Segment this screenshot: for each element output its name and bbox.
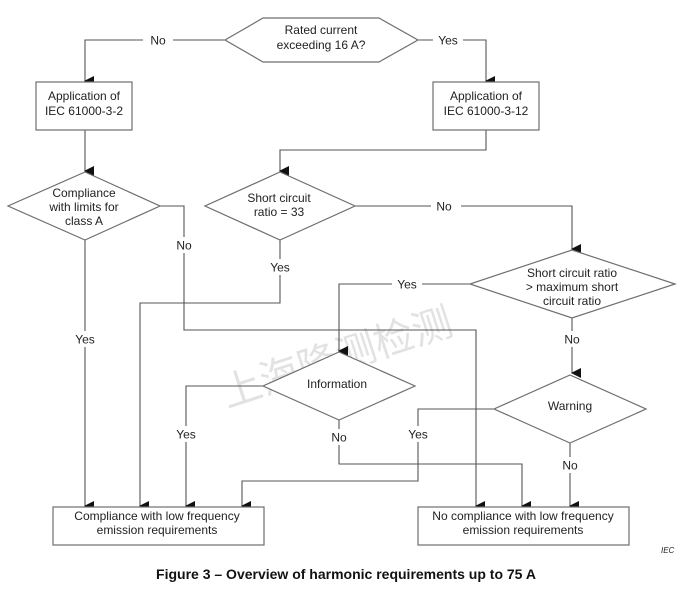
- node-text-line: Rated current: [285, 23, 358, 37]
- terminal-box: [417, 506, 630, 546]
- connector-line: [338, 283, 470, 356]
- node-text-line: IEC 61000-3-12: [444, 104, 529, 118]
- edge-warning-yes: Yes: [241, 408, 494, 511]
- edge-label-yes: Yes: [75, 333, 95, 347]
- figure-caption: Figure 3 – Overview of harmonic requirem…: [156, 566, 536, 582]
- edge-label-no: No: [331, 431, 347, 445]
- node-text-line: Information: [307, 377, 367, 391]
- edge-rated-no: No: [84, 32, 225, 86]
- decision-short-circuit-ratio-max: Short circuit ratio > maximum short circ…: [468, 249, 677, 319]
- edge-info-yes: Yes: [173, 385, 263, 511]
- edge-label-no: No: [564, 333, 580, 347]
- node-text-line: circuit ratio: [543, 294, 601, 308]
- decision-short-circuit-ratio-33: Short circuit ratio = 33: [203, 171, 357, 241]
- terminal-no-compliance: No compliance with low frequency emissio…: [417, 506, 630, 546]
- terminal-box: [52, 506, 265, 546]
- edge-iec312-to-scr33: [279, 130, 487, 176]
- edge-scr33-no: No: [355, 198, 581, 254]
- decision-shape: [223, 17, 420, 63]
- node-text-line: No compliance with low frequency: [432, 509, 613, 523]
- node-text-line: Compliance with low frequency: [74, 509, 239, 523]
- connector-line: [241, 408, 494, 511]
- process-iec-61000-3-2: Application of IEC 61000-3-2: [35, 81, 133, 131]
- connector-line: [160, 205, 485, 511]
- node-text-line: ratio = 33: [254, 205, 305, 219]
- decision-shape: [203, 171, 357, 241]
- node-text-line: Short circuit: [247, 191, 311, 205]
- edge-classa-yes: Yes: [72, 240, 98, 511]
- decision-shape: [6, 171, 162, 241]
- edge-label-yes: Yes: [176, 428, 196, 442]
- edge-info-no: No: [329, 420, 531, 511]
- connector-line: [84, 39, 225, 86]
- node-text-line: emission requirements: [463, 523, 584, 537]
- edge-label-yes: Yes: [397, 278, 417, 292]
- decision-warning: Warning: [492, 374, 648, 444]
- process-box: [432, 81, 540, 131]
- decision-class-a: Compliance with limits for class A: [6, 171, 162, 241]
- edge-label-yes: Yes: [438, 34, 458, 48]
- connector-line: [355, 205, 581, 254]
- edge-rated-yes: Yes: [418, 32, 495, 86]
- edge-warning-no: No: [560, 442, 580, 511]
- process-box: [35, 81, 133, 131]
- edge-label-no: No: [150, 34, 166, 48]
- node-text-line: Application of: [48, 89, 121, 103]
- node-text-line: > maximum short: [526, 280, 619, 294]
- edge-classa-no: No: [160, 205, 485, 511]
- node-text-line: exceeding 16 A?: [277, 38, 366, 52]
- edge-label-no: No: [176, 239, 192, 253]
- decision-shape: [468, 249, 677, 319]
- decision-rated-current: Rated current exceeding 16 A?: [223, 17, 420, 63]
- connector-line: [185, 385, 263, 511]
- node-text-line: Application of: [450, 89, 523, 103]
- iec-source-tag: IEC: [661, 546, 675, 555]
- decision-information: Information: [261, 351, 417, 421]
- edge-label-yes: Yes: [408, 428, 428, 442]
- node-text-line: Warning: [548, 399, 592, 413]
- node-text-line: with limits for: [48, 200, 118, 214]
- node-text-line: class A: [65, 214, 103, 228]
- decision-shape: [261, 351, 417, 421]
- terminal-compliance: Compliance with low frequency emission r…: [52, 506, 265, 546]
- decision-shape: [492, 374, 648, 444]
- node-text-line: IEC 61000-3-2: [45, 104, 123, 118]
- edge-scr33-yes: Yes: [139, 240, 293, 511]
- node-text-line: Short circuit ratio: [527, 266, 617, 280]
- edge-label-no: No: [562, 459, 578, 473]
- process-iec-61000-3-12: Application of IEC 61000-3-12: [432, 81, 540, 131]
- node-text-line: Compliance: [52, 186, 116, 200]
- edge-label-no: No: [436, 200, 452, 214]
- edge-scrmax-no: No: [561, 318, 583, 378]
- node-text-line: emission requirements: [97, 523, 218, 537]
- edge-label-yes: Yes: [270, 261, 290, 275]
- edge-scrmax-yes: Yes: [338, 276, 470, 356]
